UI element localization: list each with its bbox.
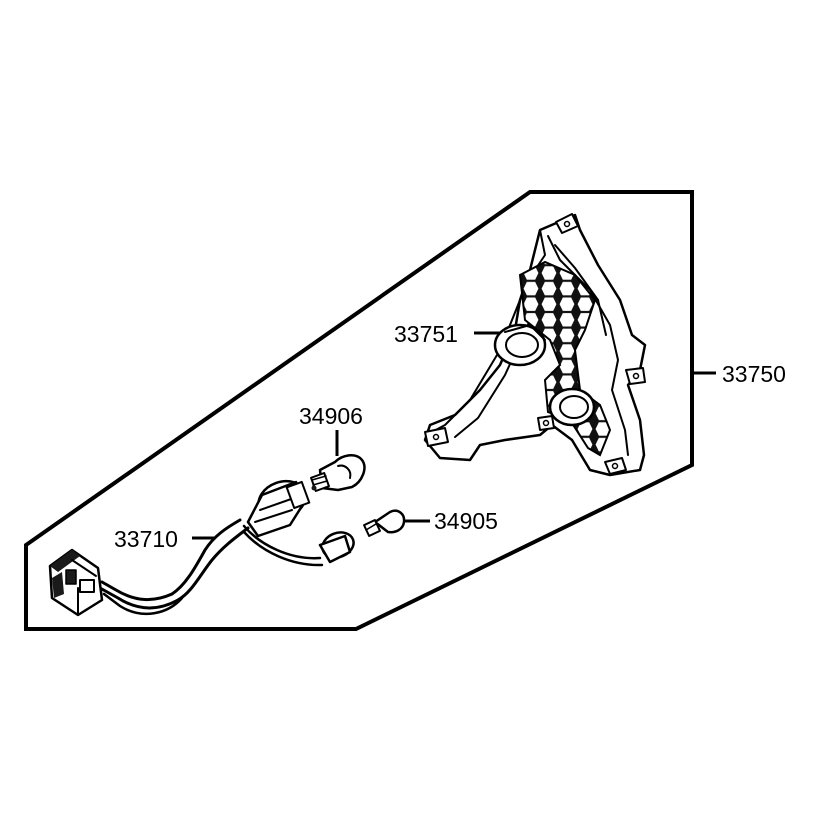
part-label-34906: 34906 [299, 403, 363, 429]
assembly-frame [24, 190, 694, 631]
part-label-33751: 33751 [394, 321, 458, 347]
bulb-socket-wiring-harness-icon [98, 479, 355, 615]
wedge-bulb-icon [363, 509, 406, 537]
wire-connector-icon [48, 548, 104, 617]
rear-light-housing-icon [423, 213, 647, 477]
part-label-33750: 33750 [722, 361, 786, 387]
turn-signal-bulb-icon [310, 454, 366, 492]
part-label-34905: 34905 [434, 508, 498, 534]
part-label-33710: 33710 [114, 526, 178, 552]
